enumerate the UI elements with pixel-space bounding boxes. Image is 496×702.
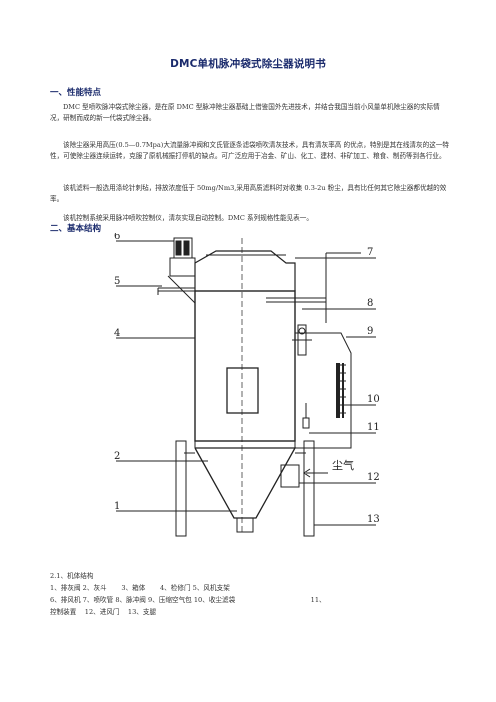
label-10: 10 bbox=[367, 394, 380, 405]
label-12: 12 bbox=[367, 472, 380, 483]
caption-line-1: 1、排灰阀 2、灰斗 3、箱体 4、检修门 5、风机支架 bbox=[50, 584, 230, 592]
label-6: 6 bbox=[114, 233, 120, 242]
label-4: 4 bbox=[114, 328, 120, 339]
label-5: 5 bbox=[114, 276, 120, 287]
label-8: 8 bbox=[367, 298, 373, 309]
structure-diagram: 6 5 4 2 1 7 8 9 10 11 12 13 尘气 bbox=[114, 233, 380, 537]
paragraph-1: DMC 型喷吹脉冲袋式除尘器，是在原 DMC 型脉冲除尘器基础上借鉴国外先进技术… bbox=[50, 103, 440, 122]
paragraph-4: 该机控制系统采用脉冲喷吹控制仪，清灰实现自动控制。DMC 系列规格性能见表一。 bbox=[63, 214, 313, 222]
structure-captions: 2.1、机体结构 1、排灰阀 2、灰斗 3、箱体 4、检修门 5、风机支架 6、… bbox=[50, 570, 460, 618]
section-heading-features: 一、性能特点 bbox=[50, 88, 102, 98]
section-heading-structure: 二、基本结构 bbox=[50, 224, 102, 234]
caption-line-3: 控制装置 12、进风门 13、支腿 bbox=[50, 608, 157, 616]
paragraph-2: 该除尘器采用高压(0.5—0.7Mpa)大流量脉冲阀和文氏管逐条滤袋喷吹清灰技术… bbox=[50, 141, 449, 160]
inlet-label: 尘气 bbox=[332, 458, 354, 472]
label-11: 11 bbox=[367, 422, 380, 433]
caption-line-2: 6、排风机 7、喷吹管 8、脉冲阀 9、压缩空气包 10、收尘滤袋 11、 bbox=[50, 596, 326, 604]
document-title: DMC单机脉冲袋式除尘器说明书 bbox=[170, 58, 326, 70]
paragraph-3: 该机滤料一般选用涤纶针刺毡，排放浓度低于 50mg/Nm3,采用高质滤料时对收集… bbox=[50, 184, 447, 203]
caption-title: 2.1、机体结构 bbox=[50, 572, 94, 580]
label-13: 13 bbox=[367, 514, 380, 525]
label-9: 9 bbox=[367, 326, 373, 337]
label-7: 7 bbox=[367, 247, 373, 258]
label-1: 1 bbox=[114, 501, 120, 512]
label-2: 2 bbox=[114, 451, 120, 462]
